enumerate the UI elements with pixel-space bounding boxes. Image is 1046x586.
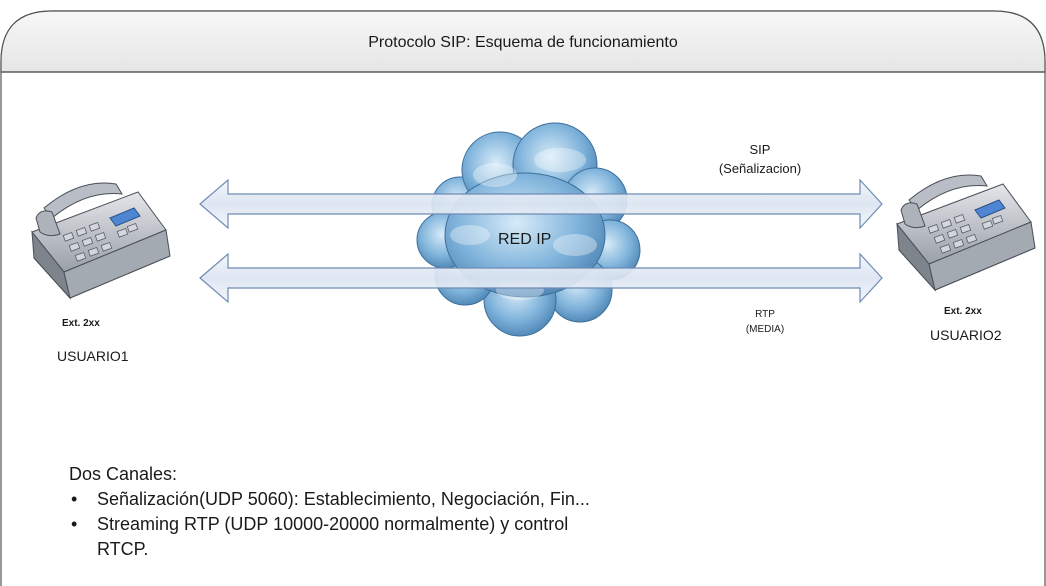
phone-icon [31,182,171,300]
diagram-title: Protocolo SIP: Esquema de funcionamiento [368,34,678,51]
rtp-arrow [199,252,883,304]
phone-icon [896,174,1036,292]
user1-name: USUARIO1 [57,348,129,364]
rtp-label-line2: (MEDIA) [745,324,785,335]
user2-extension: Ext. 2xx [944,306,982,317]
notes-item-continuation: RTCP. [97,539,149,559]
notes-heading: Dos Canales: [69,464,178,484]
sip-label-line2: (Señalizacion) [718,161,802,176]
notes-item: Señalización(UDP 5060): Establecimiento,… [69,487,590,512]
user1-extension: Ext. 2xx [62,318,100,329]
rtp-label-line1: RTP [755,309,775,320]
cloud-label: RED IP [498,231,552,248]
notes-list: Señalización(UDP 5060): Establecimiento,… [69,487,590,537]
sip-channel-label: SIP (Señalizacion) [690,140,830,178]
sip-arrow [199,178,883,230]
notes-section: Dos Canales: Señalización(UDP 5060): Est… [69,462,590,562]
rtp-channel-label: RTP (MEDIA) [700,307,830,337]
user2-name: USUARIO2 [930,327,1002,343]
title-bar [0,10,1046,73]
notes-item: Streaming RTP (UDP 10000-20000 normalmen… [69,512,590,537]
cloud-icon [416,122,641,337]
sip-label-line1: SIP [749,142,771,157]
